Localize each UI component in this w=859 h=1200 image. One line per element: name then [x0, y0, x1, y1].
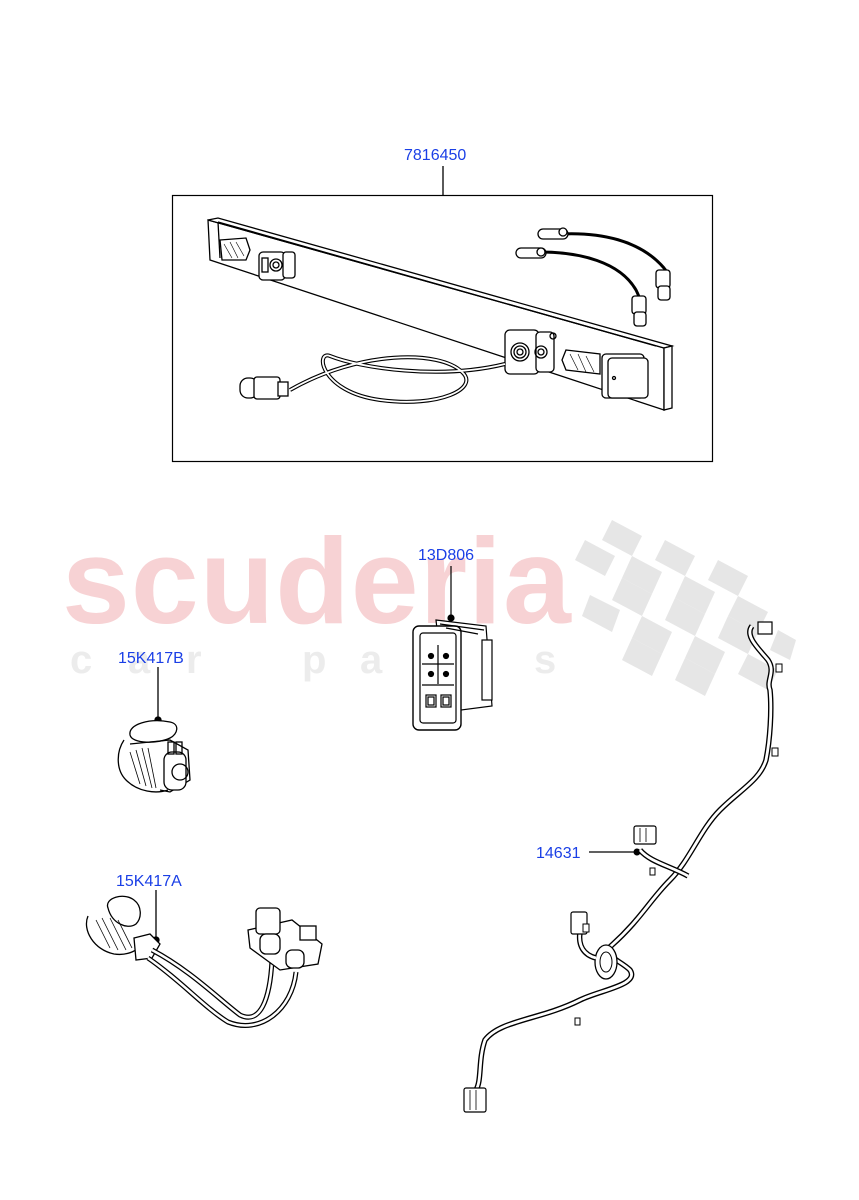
callout-15k417a[interactable]: 15K417A	[116, 873, 182, 890]
watermark-letter: c	[70, 638, 93, 682]
callout-14631[interactable]: 14631	[536, 845, 581, 862]
watermark-letter: r	[186, 638, 202, 682]
watermark-scuderia: scuderia	[62, 513, 572, 649]
watermark-letter: a	[360, 638, 383, 682]
watermark-letter: a	[128, 638, 151, 682]
callout-13d806[interactable]: 13D806	[418, 547, 475, 564]
callout-7816450[interactable]: 7816450	[404, 147, 467, 164]
callout-15k417b[interactable]: 15K417B	[118, 650, 184, 667]
watermark-letter: s	[534, 638, 557, 682]
watermark-letter: p	[302, 638, 327, 682]
